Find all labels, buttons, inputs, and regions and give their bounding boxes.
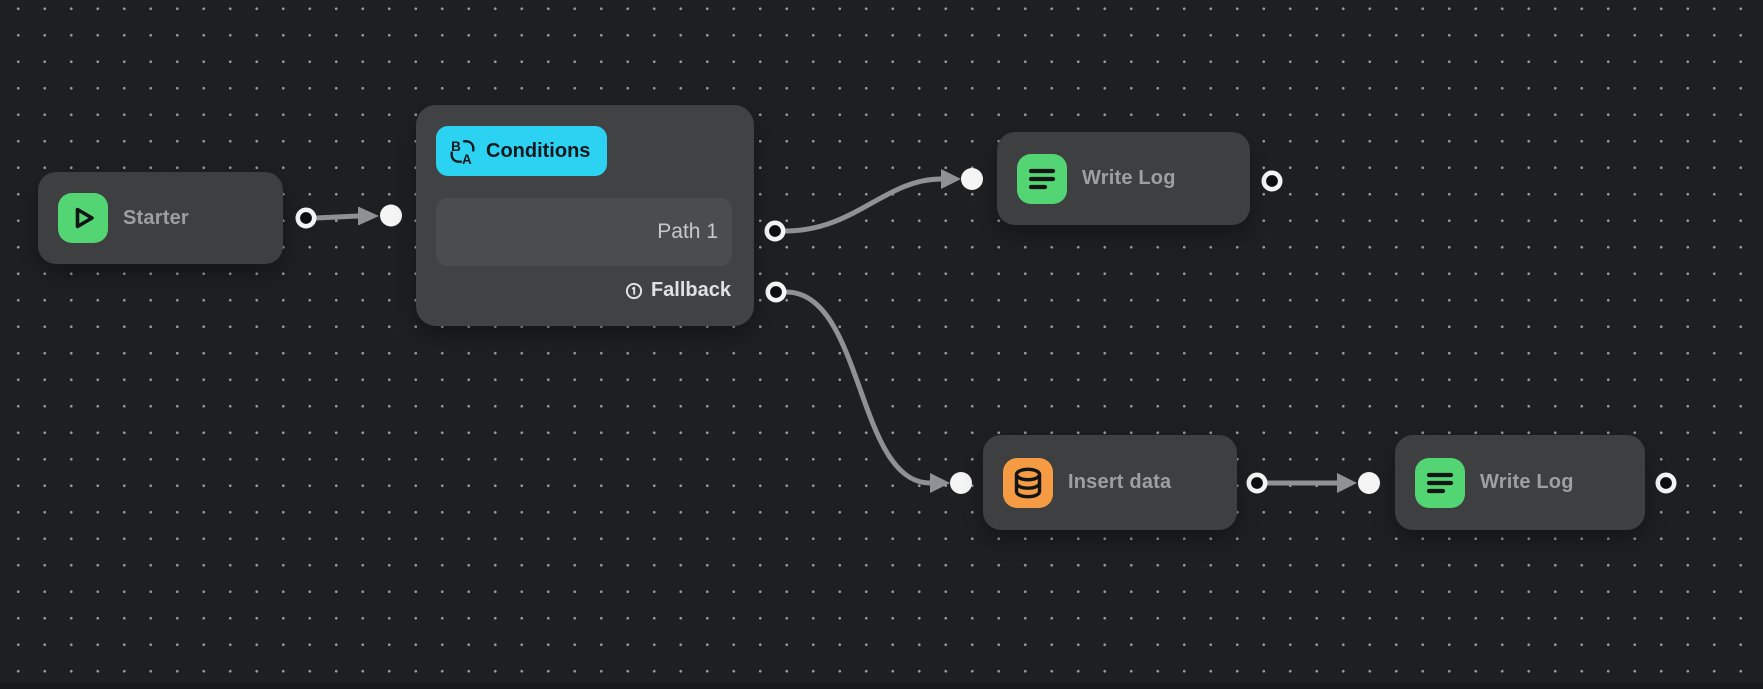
node-write-log-top[interactable]: Write Log <box>997 132 1250 225</box>
play-icon <box>58 193 108 243</box>
log-lines-icon <box>1415 457 1465 508</box>
node-conditions[interactable]: B A Conditions Path 1 Fallback <box>416 105 754 326</box>
ab-split-icon: B A <box>449 138 476 165</box>
svg-text:B: B <box>451 138 461 153</box>
fallback-label: Fallback <box>650 279 731 301</box>
conditions-fallback-output-port[interactable] <box>765 281 787 303</box>
edge-path1-to-write-log-top[interactable] <box>782 168 983 234</box>
node-label: Write Log <box>1480 471 1574 493</box>
arrowhead <box>1337 473 1357 493</box>
arrowhead <box>930 473 950 493</box>
write-log-bottom-output-port[interactable] <box>1655 472 1677 494</box>
edge-fallback-to-insert-data[interactable] <box>783 289 972 494</box>
conditions-badge[interactable]: B A Conditions <box>436 126 608 176</box>
database-icon <box>1003 457 1053 508</box>
log-lines-icon <box>1017 153 1067 204</box>
arrowhead <box>941 169 961 189</box>
node-insert-data[interactable]: Insert data <box>983 435 1237 530</box>
path-label: Path 1 <box>657 220 718 243</box>
connection-end-dot <box>961 168 983 190</box>
connection-end-dot <box>950 472 972 494</box>
fallback-row[interactable]: Fallback <box>436 279 733 302</box>
condition-path-row[interactable]: Path 1 <box>436 198 732 266</box>
conditions-path1-output-port[interactable] <box>764 220 786 242</box>
arrowhead <box>358 206 379 226</box>
node-label: Write Log <box>1082 167 1176 189</box>
node-label: Insert data <box>1068 471 1172 493</box>
canvas-bottom-edge <box>0 683 1763 689</box>
svg-text:A: A <box>462 151 472 164</box>
insert-data-output-port[interactable] <box>1246 472 1268 494</box>
connection-end-dot <box>1358 472 1380 494</box>
node-write-log-bottom[interactable]: Write Log <box>1395 435 1645 530</box>
edge-starter-to-conditions[interactable] <box>313 204 402 227</box>
node-label: Starter <box>123 206 189 229</box>
badge-label: Conditions <box>486 139 591 162</box>
connection-end-dot <box>380 204 402 227</box>
edge-insert-data-to-write-log-bottom[interactable] <box>1264 472 1380 494</box>
circled-one-icon <box>625 282 643 300</box>
write-log-top-output-port[interactable] <box>1261 170 1283 192</box>
starter-output-port[interactable] <box>295 207 317 229</box>
node-starter[interactable]: Starter <box>38 172 283 264</box>
